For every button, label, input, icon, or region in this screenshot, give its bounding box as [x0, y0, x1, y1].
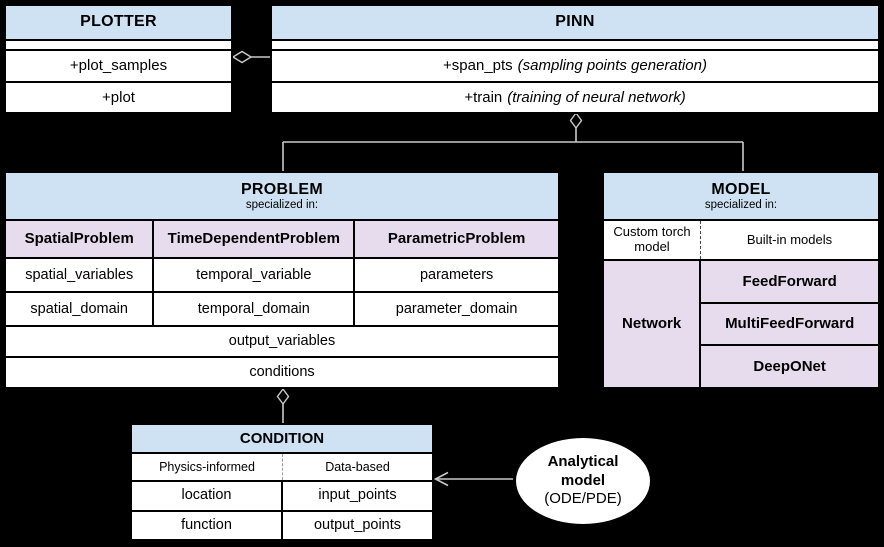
subheader-built-in-models: Built-in models — [746, 231, 833, 247]
cell-output-points: output_points — [283, 511, 432, 539]
plotter-empty-compartment — [6, 41, 231, 49]
method-note: (training of neural network) — [507, 88, 686, 106]
open-arrow-icon — [433, 471, 449, 487]
subheader-physics-informed: Physics-informed — [132, 454, 283, 480]
method-note: (sampling points generation) — [517, 57, 707, 75]
cell-conditions: conditions — [6, 358, 558, 387]
problem-title: PROBLEM — [240, 181, 324, 198]
cell-multifeedforward: MultiFeedForward — [701, 303, 878, 345]
plotter-method-plot-samples: +plot_samples — [6, 51, 231, 81]
analytical-model-kind: (ODE/PDE) — [544, 490, 622, 508]
model-subheader-row: Custom torch model Built-in models — [604, 221, 878, 259]
model-subtitle: specialized in: — [704, 199, 778, 211]
cell-spatial-variables: spatial_variables — [6, 259, 153, 291]
cell-parameter-domain: parameter_domain — [355, 293, 558, 325]
column-header-parametric-problem: ParametricProblem — [355, 221, 558, 257]
model-header: MODEL specialized in: — [604, 173, 878, 219]
pinn-class-box: PINN +span_pts (sampling points generati… — [270, 4, 880, 114]
cell-deeponet: DeepONet — [701, 346, 878, 387]
cell-feedforward: FeedForward — [701, 261, 878, 302]
condition-subheader-row: Physics-informed Data-based — [132, 454, 432, 480]
analytical-model-node: Analytical model (ODE/PDE) — [513, 435, 653, 527]
pinn-title: PINN — [272, 6, 878, 39]
problem-header: PROBLEM specialized in: — [6, 173, 558, 219]
condition-title: CONDITION — [132, 425, 432, 452]
column-header-time-dependent-problem: TimeDependentProblem — [154, 221, 354, 257]
subheader-data-based: Data-based — [325, 459, 390, 474]
problem-subtitle: specialized in: — [245, 199, 319, 211]
method-name: +train — [464, 88, 503, 106]
subheader-custom-torch-model: Custom torch model — [604, 221, 701, 259]
method-name: +span_pts — [443, 57, 513, 75]
analytical-model-name: Analytical model — [547, 452, 619, 489]
plotter-class-box: PLOTTER +plot_samples +plot — [4, 4, 233, 114]
pinn-empty-compartment — [272, 41, 878, 49]
cell-temporal-variable: temporal_variable — [154, 259, 354, 291]
cell-parameters: parameters — [355, 259, 558, 291]
cell-location: location — [132, 482, 281, 510]
cell-function: function — [132, 511, 281, 539]
pinn-split-line — [282, 128, 744, 171]
aggregation-diamond-icon — [231, 50, 253, 64]
cell-network: Network — [604, 261, 700, 387]
pinn-method-span-pts: +span_pts (sampling points generation) — [272, 51, 878, 81]
aggregation-diamond-icon — [276, 387, 290, 406]
pinn-method-train: +train (training of neural network) — [272, 82, 878, 112]
plotter-title: PLOTTER — [6, 6, 231, 39]
model-class-box: MODEL specialized in: Custom torch model… — [602, 171, 880, 389]
cell-input-points: input_points — [283, 482, 432, 510]
problem-class-box: PROBLEM specialized in: SpatialProblem T… — [4, 171, 560, 389]
cell-temporal-domain: temporal_domain — [154, 293, 354, 325]
cell-spatial-domain: spatial_domain — [6, 293, 153, 325]
column-header-spatial-problem: SpatialProblem — [6, 221, 153, 257]
model-title: MODEL — [711, 181, 771, 198]
cell-output-variables: output_variables — [6, 327, 558, 356]
plotter-method-plot: +plot — [6, 82, 231, 112]
aggregation-diamond-icon — [569, 111, 583, 130]
condition-class-box: CONDITION Physics-informed Data-based lo… — [130, 423, 434, 541]
